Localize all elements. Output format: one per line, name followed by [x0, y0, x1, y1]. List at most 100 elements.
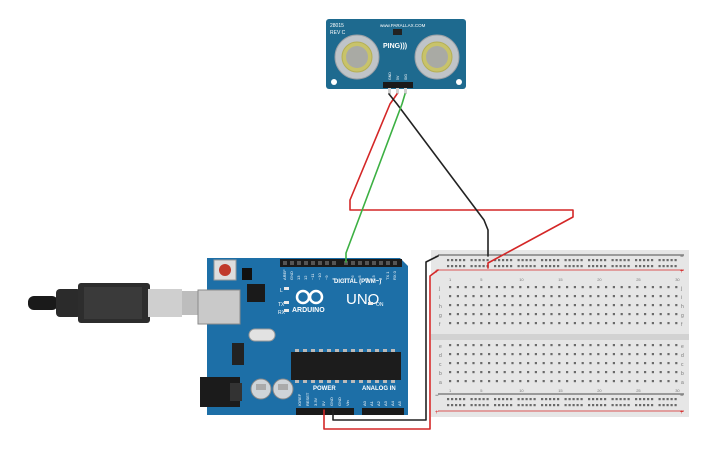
breadboard-hole[interactable]: [572, 259, 575, 262]
breadboard-hole[interactable]: [464, 380, 467, 383]
breadboard-hole[interactable]: [666, 259, 669, 262]
breadboard-hole[interactable]: [667, 322, 670, 325]
breadboard-hole[interactable]: [675, 371, 678, 374]
breadboard-hole[interactable]: [615, 259, 618, 262]
breadboard-hole[interactable]: [495, 295, 498, 298]
breadboard-hole[interactable]: [659, 353, 662, 356]
breadboard-hole[interactable]: [612, 304, 615, 307]
breadboard-hole[interactable]: [623, 404, 626, 407]
breadboard-hole[interactable]: [502, 404, 505, 407]
breadboard-hole[interactable]: [519, 371, 522, 374]
breadboard-hole[interactable]: [589, 362, 592, 365]
breadboard-hole[interactable]: [498, 265, 501, 268]
breadboard-hole[interactable]: [651, 322, 654, 325]
breadboard-hole[interactable]: [674, 265, 677, 268]
breadboard-hole[interactable]: [463, 404, 466, 407]
breadboard-hole[interactable]: [550, 371, 553, 374]
breadboard-hole[interactable]: [644, 353, 647, 356]
breadboard-hole[interactable]: [553, 259, 556, 262]
breadboard-hole[interactable]: [605, 371, 608, 374]
breadboard-hole[interactable]: [464, 353, 467, 356]
breadboard-hole[interactable]: [644, 362, 647, 365]
breadboard-hole[interactable]: [644, 380, 647, 383]
wire-black-arduino-gnd[interactable]: [332, 255, 439, 421]
wire-red-5v[interactable]: [349, 93, 574, 269]
breadboard-hole[interactable]: [612, 286, 615, 289]
breadboard-hole[interactable]: [670, 259, 673, 262]
breadboard-hole[interactable]: [605, 295, 608, 298]
breadboard-hole[interactable]: [605, 286, 608, 289]
breadboard-hole[interactable]: [566, 313, 569, 316]
breadboard-hole[interactable]: [456, 344, 459, 347]
breadboard-hole[interactable]: [628, 286, 631, 289]
breadboard-hole[interactable]: [553, 404, 556, 407]
breadboard-hole[interactable]: [647, 404, 650, 407]
breadboard-hole[interactable]: [568, 398, 571, 401]
breadboard-hole[interactable]: [597, 371, 600, 374]
breadboard-hole[interactable]: [597, 353, 600, 356]
breadboard-hole[interactable]: [651, 265, 654, 268]
breadboard-hole[interactable]: [666, 404, 669, 407]
breadboard-hole[interactable]: [542, 295, 545, 298]
breadboard-hole[interactable]: [596, 259, 599, 262]
breadboard-hole[interactable]: [521, 265, 524, 268]
breadboard-hole[interactable]: [463, 259, 466, 262]
breadboard-hole[interactable]: [506, 404, 509, 407]
breadboard-hole[interactable]: [612, 313, 615, 316]
breadboard-hole[interactable]: [604, 404, 607, 407]
breadboard-hole[interactable]: [542, 371, 545, 374]
breadboard-hole[interactable]: [572, 398, 575, 401]
breadboard-hole[interactable]: [529, 265, 532, 268]
breadboard-hole[interactable]: [488, 380, 491, 383]
breadboard-hole[interactable]: [647, 398, 650, 401]
breadboard-hole[interactable]: [529, 398, 532, 401]
breadboard-hole[interactable]: [534, 286, 537, 289]
breadboard-hole[interactable]: [639, 259, 642, 262]
breadboard-hole[interactable]: [503, 380, 506, 383]
breadboard-hole[interactable]: [472, 344, 475, 347]
breadboard-hole[interactable]: [611, 259, 614, 262]
breadboard-hole[interactable]: [464, 362, 467, 365]
breadboard-hole[interactable]: [480, 371, 483, 374]
breadboard-hole[interactable]: [527, 322, 530, 325]
breadboard-hole[interactable]: [506, 265, 509, 268]
breadboard-hole[interactable]: [449, 362, 452, 365]
breadboard-hole[interactable]: [486, 259, 489, 262]
breadboard-hole[interactable]: [517, 259, 520, 262]
breadboard-hole[interactable]: [449, 371, 452, 374]
breadboard-hole[interactable]: [592, 259, 595, 262]
breadboard-hole[interactable]: [605, 344, 608, 347]
breadboard-hole[interactable]: [597, 380, 600, 383]
breadboard-hole[interactable]: [449, 322, 452, 325]
sensor-pin[interactable]: [404, 88, 407, 94]
breadboard-hole[interactable]: [494, 265, 497, 268]
breadboard-hole[interactable]: [527, 344, 530, 347]
breadboard-hole[interactable]: [550, 304, 553, 307]
breadboard-hole[interactable]: [525, 259, 528, 262]
breadboard-hole[interactable]: [588, 398, 591, 401]
breadboard-hole[interactable]: [597, 295, 600, 298]
breadboard-hole[interactable]: [620, 313, 623, 316]
breadboard-hole[interactable]: [480, 322, 483, 325]
breadboard-hole[interactable]: [644, 313, 647, 316]
breadboard-hole[interactable]: [675, 353, 678, 356]
breadboard-hole[interactable]: [474, 398, 477, 401]
breadboard-hole[interactable]: [534, 362, 537, 365]
breadboard-hole[interactable]: [564, 404, 567, 407]
breadboard-hole[interactable]: [511, 353, 514, 356]
breadboard-hole[interactable]: [488, 344, 491, 347]
breadboard-hole[interactable]: [651, 344, 654, 347]
breadboard-hole[interactable]: [527, 380, 530, 383]
breadboard-hole[interactable]: [482, 398, 485, 401]
breadboard-hole[interactable]: [503, 353, 506, 356]
breadboard-hole[interactable]: [643, 398, 646, 401]
ping-ultrasonic-sensor[interactable]: 28015 REV C www.PARALLAX.COM PING))) GND…: [326, 19, 466, 94]
breadboard-hole[interactable]: [529, 259, 532, 262]
breadboard-hole[interactable]: [572, 265, 575, 268]
breadboard-hole[interactable]: [482, 265, 485, 268]
breadboard-hole[interactable]: [549, 259, 552, 262]
breadboard-hole[interactable]: [566, 344, 569, 347]
breadboard-hole[interactable]: [459, 398, 462, 401]
breadboard-hole[interactable]: [605, 380, 608, 383]
breadboard-hole[interactable]: [550, 344, 553, 347]
